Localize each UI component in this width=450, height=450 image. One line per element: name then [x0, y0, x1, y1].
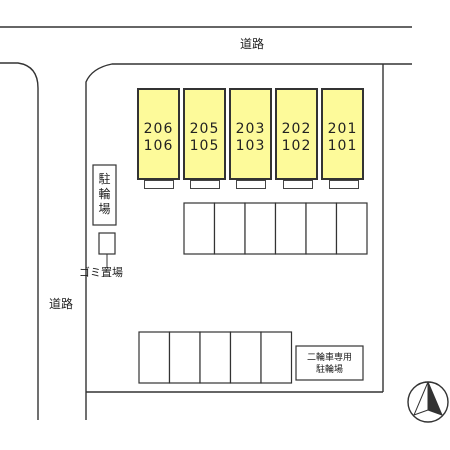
- north-arrow-icon: [407, 381, 449, 423]
- entrance-step: [144, 180, 174, 189]
- unit-number-lower: 102: [281, 138, 312, 154]
- parking-sign-box: [92, 164, 117, 226]
- unit-number-lower: 101: [327, 138, 358, 154]
- parking-slot: [335, 202, 368, 255]
- entrance-step: [329, 180, 359, 189]
- garbage-box: [98, 232, 116, 255]
- parking-slot: [305, 202, 338, 255]
- parking-slot: [168, 331, 201, 384]
- unit-201-101: 201 101: [321, 88, 364, 180]
- unit-number-lower: 106: [143, 138, 174, 154]
- unit-number-lower: 105: [189, 138, 220, 154]
- unit-number-upper: 203: [235, 121, 266, 137]
- site-boundary: [85, 63, 412, 420]
- parking-slot: [138, 331, 171, 384]
- unit-number-upper: 206: [143, 121, 174, 137]
- unit-206-106: 206 106: [137, 88, 180, 180]
- bicycle-parking-label: 駐 輪 場: [98, 172, 111, 216]
- unit-203-103: 203 103: [229, 88, 272, 180]
- entrance-step: [190, 180, 220, 189]
- unit-number-upper: 205: [189, 121, 220, 137]
- parking-slot: [274, 202, 307, 255]
- entrance-step: [236, 180, 266, 189]
- unit-number-upper: 201: [327, 121, 358, 137]
- road-label-left: 道路: [49, 297, 74, 311]
- unit-number-lower: 103: [235, 138, 266, 154]
- parking-slot: [229, 331, 262, 384]
- unit-205-105: 205 105: [183, 88, 226, 180]
- parking-slot: [213, 202, 246, 255]
- garbage-label: ゴミ置場: [79, 266, 123, 279]
- parking-row-lower: [138, 331, 293, 384]
- parking-row-upper: [183, 202, 368, 255]
- parking-slot: [183, 202, 216, 255]
- bike-parking-box: [295, 345, 364, 381]
- entrance-step: [283, 180, 313, 189]
- road-left-edge: [0, 62, 39, 420]
- parking-slot: [199, 331, 232, 384]
- unit-number-upper: 202: [281, 121, 312, 137]
- road-label-top: 道路: [240, 37, 265, 51]
- motorbike-parking-label: 二輪車専用 駐輪場: [306, 353, 352, 375]
- unit-202-102: 202 102: [275, 88, 318, 180]
- parking-slot: [260, 331, 293, 384]
- parking-slot: [244, 202, 277, 255]
